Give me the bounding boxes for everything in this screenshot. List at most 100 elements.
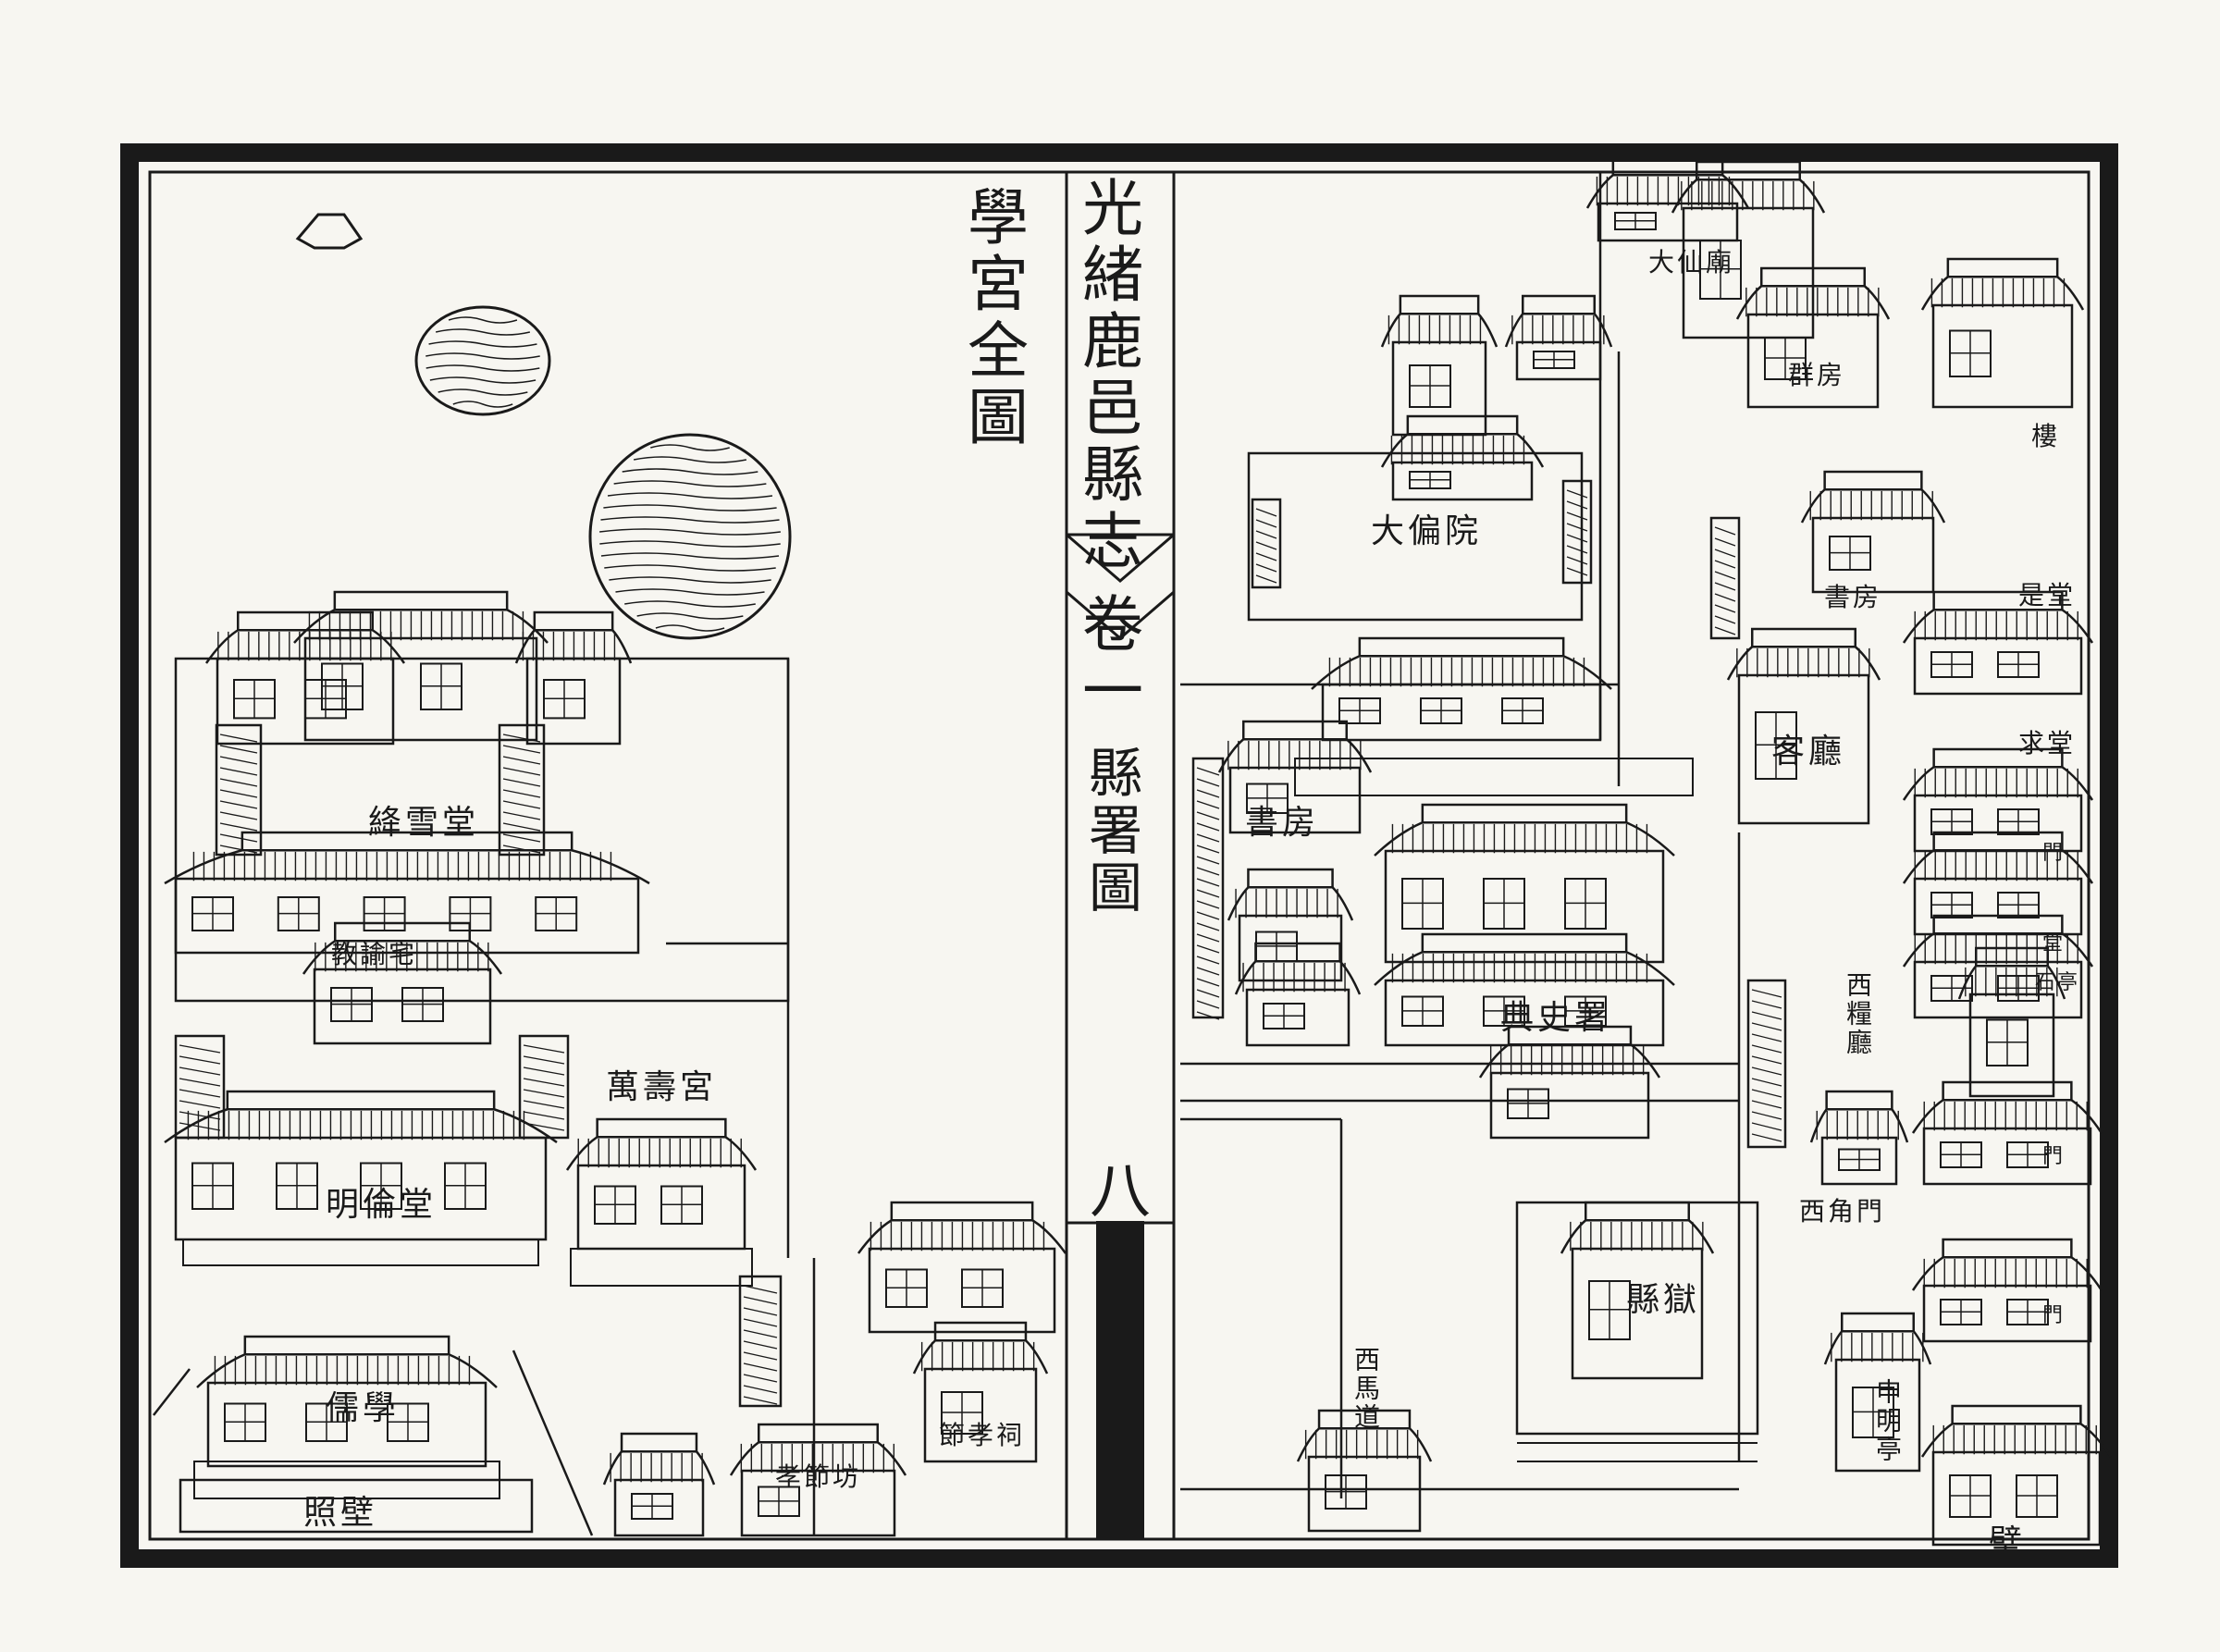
wing-lower-hatch: [743, 1351, 778, 1361]
label-xijiao-men: 西角門: [1799, 1196, 1886, 1227]
wing-far-left-hatch: [1196, 944, 1220, 954]
wing-lianting-hatch: [1751, 1000, 1782, 1009]
wing-far-left-hatch: [1196, 811, 1220, 820]
wing-back-right-hatch: [502, 822, 541, 832]
left-page-title: 學宮全圖: [957, 185, 1029, 451]
tower-left-top-body: [1391, 340, 1487, 437]
temple-wanshou-roof: [565, 1117, 758, 1171]
wing-dapian-left-hatch: [1255, 541, 1277, 550]
hall-dianshi-roof: [1374, 932, 1675, 986]
wing-lower-hatch: [743, 1329, 778, 1338]
wing-dapian-left-hatch: [1255, 530, 1277, 539]
room-qunfang-roof: [1735, 266, 1891, 320]
hall-qiutang-roof: [1902, 747, 2094, 801]
path-diagonal-1: [512, 1350, 594, 1536]
gate-ximadao-body: [1307, 1455, 1422, 1533]
wing-far-left-hatch: [1196, 778, 1220, 787]
wing-lianting-hatch: [1751, 1033, 1782, 1042]
rock-large-wave: [609, 576, 771, 584]
hall-tang-body: [1913, 960, 2083, 1019]
room-side-a-roof: [1227, 868, 1354, 921]
wing-lower-hatch: [743, 1362, 778, 1372]
label-daxian-miao: 大仙廟: [1648, 247, 1735, 277]
rock-medium: [414, 305, 551, 416]
wing-far-left: [1191, 757, 1225, 1019]
wing-dapian-right-hatch: [1566, 523, 1588, 532]
wing-back-right-hatch: [502, 800, 541, 809]
wing-lianting-hatch: [1751, 1089, 1782, 1098]
wing-back-right-hatch: [502, 745, 541, 754]
wing-mid-left: [174, 1034, 226, 1140]
building-lower-right-roof: [857, 1201, 1067, 1254]
label-tang: 堂: [2042, 932, 2066, 955]
gate-men-3-roof: [1911, 1238, 2103, 1291]
wing-far-left-hatch: [1196, 833, 1220, 843]
wing-mid-left-hatch: [179, 1111, 221, 1120]
wing-keting-left: [1709, 516, 1741, 640]
wing-mid-right-hatch: [523, 1055, 565, 1065]
rock-large-wave: [599, 528, 781, 536]
gate-daxian-roof: [1585, 155, 1750, 209]
wing-lower-hatch: [743, 1285, 778, 1294]
rock-medium-wave: [429, 376, 536, 384]
wing-lianting-hatch: [1751, 1011, 1782, 1020]
wing-lianting-hatch: [1751, 1022, 1782, 1031]
fishtail-bottom: [1066, 590, 1175, 640]
wing-dapian-left: [1251, 498, 1282, 589]
wing-back-left-hatch: [219, 778, 258, 787]
fishtail-top: [1066, 533, 1175, 583]
label-shu-fang-lower: 書房: [1245, 804, 1320, 842]
wing-dapian-right-hatch: [1566, 567, 1588, 576]
hall-back-right-body: [525, 657, 622, 746]
rock-large-wave: [600, 516, 780, 524]
wing-back-right-hatch: [502, 811, 541, 820]
label-wanshou-gong: 萬壽宮: [606, 1068, 718, 1106]
wing-lower-hatch: [743, 1318, 778, 1327]
wanshou-platform: [570, 1248, 753, 1287]
wing-back-left-hatch: [219, 745, 258, 754]
wing-lianting: [1746, 979, 1787, 1149]
prison-building-body: [1571, 1247, 1704, 1380]
path-diagonal-2: [153, 1368, 191, 1416]
wing-dapian-right-hatch: [1566, 500, 1588, 510]
wing-dapian-right-hatch: [1566, 489, 1588, 499]
rock-medium-wave: [435, 328, 531, 336]
rock-medium-wave: [426, 352, 540, 360]
wing-back-left-hatch: [219, 767, 258, 776]
gate-daxian-body: [1597, 202, 1739, 242]
label-shi-ting: 石亭: [2035, 971, 2080, 994]
gate-ruxue-body: [206, 1381, 487, 1468]
wing-back-left: [215, 723, 263, 857]
label-jiangxue-tang: 絳雪堂: [368, 804, 480, 842]
hall-shitang-roof: [1902, 590, 2094, 644]
label-xian-yu: 縣獄: [1626, 1281, 1701, 1319]
wing-lianting-hatch: [1751, 1100, 1782, 1109]
rock-large-wave: [636, 612, 744, 620]
arch-xiaozi-body: [740, 1469, 896, 1537]
wing-back-right-hatch: [502, 789, 541, 798]
wing-lower-hatch: [743, 1385, 778, 1394]
wing-mid-right-hatch: [523, 1089, 565, 1098]
label-qiu-tang: 求堂: [2018, 728, 2077, 758]
label-shenming-ting: 申明亭: [1872, 1378, 1903, 1464]
wing-lower-hatch: [743, 1396, 778, 1405]
wing-mid-left-hatch: [179, 1122, 221, 1131]
rock-large-wave: [622, 468, 758, 475]
wing-far-left-hatch: [1196, 1000, 1220, 1009]
rock-medium-wave: [448, 316, 518, 324]
label-ke-ting: 客廳: [1771, 733, 1846, 771]
wing-lower-hatch: [743, 1296, 778, 1305]
wing-dapian-left-hatch: [1255, 552, 1277, 561]
wing-keting-left-hatch: [1714, 615, 1736, 624]
wing-far-left-hatch: [1196, 989, 1220, 998]
wing-mid-left-hatch: [179, 1044, 221, 1054]
wing-keting-left-hatch: [1714, 526, 1736, 536]
wing-far-left-hatch: [1196, 922, 1220, 931]
house-jiaoyu-roof: [302, 921, 503, 975]
wing-lianting-hatch: [1751, 1044, 1782, 1054]
wing-dapian-left-hatch: [1255, 508, 1277, 517]
wing-mid-left-hatch: [179, 1100, 221, 1109]
wing-far-left-hatch: [1196, 900, 1220, 909]
house-jiaoyu-body: [313, 968, 492, 1045]
building-lower-right-body: [868, 1247, 1056, 1334]
